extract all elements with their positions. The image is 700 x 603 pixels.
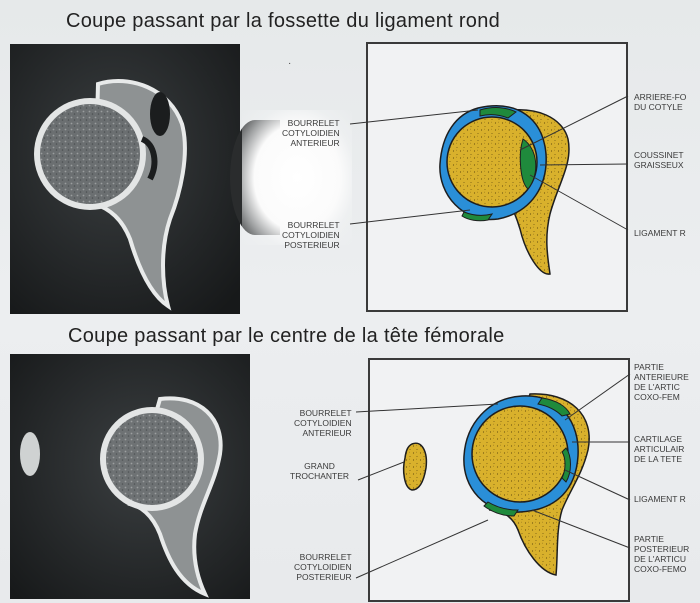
label-ligament-bottom: LIGAMENT R (634, 494, 686, 504)
leader-lines-top (0, 0, 700, 320)
label-arriere-fond: ARRIERE-FO DU COTYLE (634, 92, 686, 112)
label-grand-trochanter: GRAND TROCHANTER (290, 461, 349, 481)
label-bourrelet-posterieur-top: BOURRELET COTYLOIDIEN POSTERIEUR (282, 220, 340, 250)
label-coussinet: COUSSINET GRAISSEUX (634, 150, 684, 170)
label-cartilage: CARTILAGE ARTICULAIR DE LA TETE (634, 434, 684, 464)
label-ligament-top: LIGAMENT R (634, 228, 686, 238)
label-bourrelet-posterieur-bottom: BOURRELET COTYLOIDIEN POSTERIEUR (294, 552, 352, 582)
label-bourrelet-anterieur-top: BOURRELET COTYLOIDIEN ANTERIEUR (282, 118, 340, 148)
label-partie-anterieure: PARTIE ANTERIEURE DE L'ARTIC COXO-FEM (634, 362, 689, 402)
label-partie-posterieure: PARTIE POSTERIEUR DE L'ARTICU COXO-FEMO (634, 534, 689, 574)
label-bourrelet-anterieur-bottom: BOURRELET COTYLOIDIEN ANTERIEUR (294, 408, 352, 438)
